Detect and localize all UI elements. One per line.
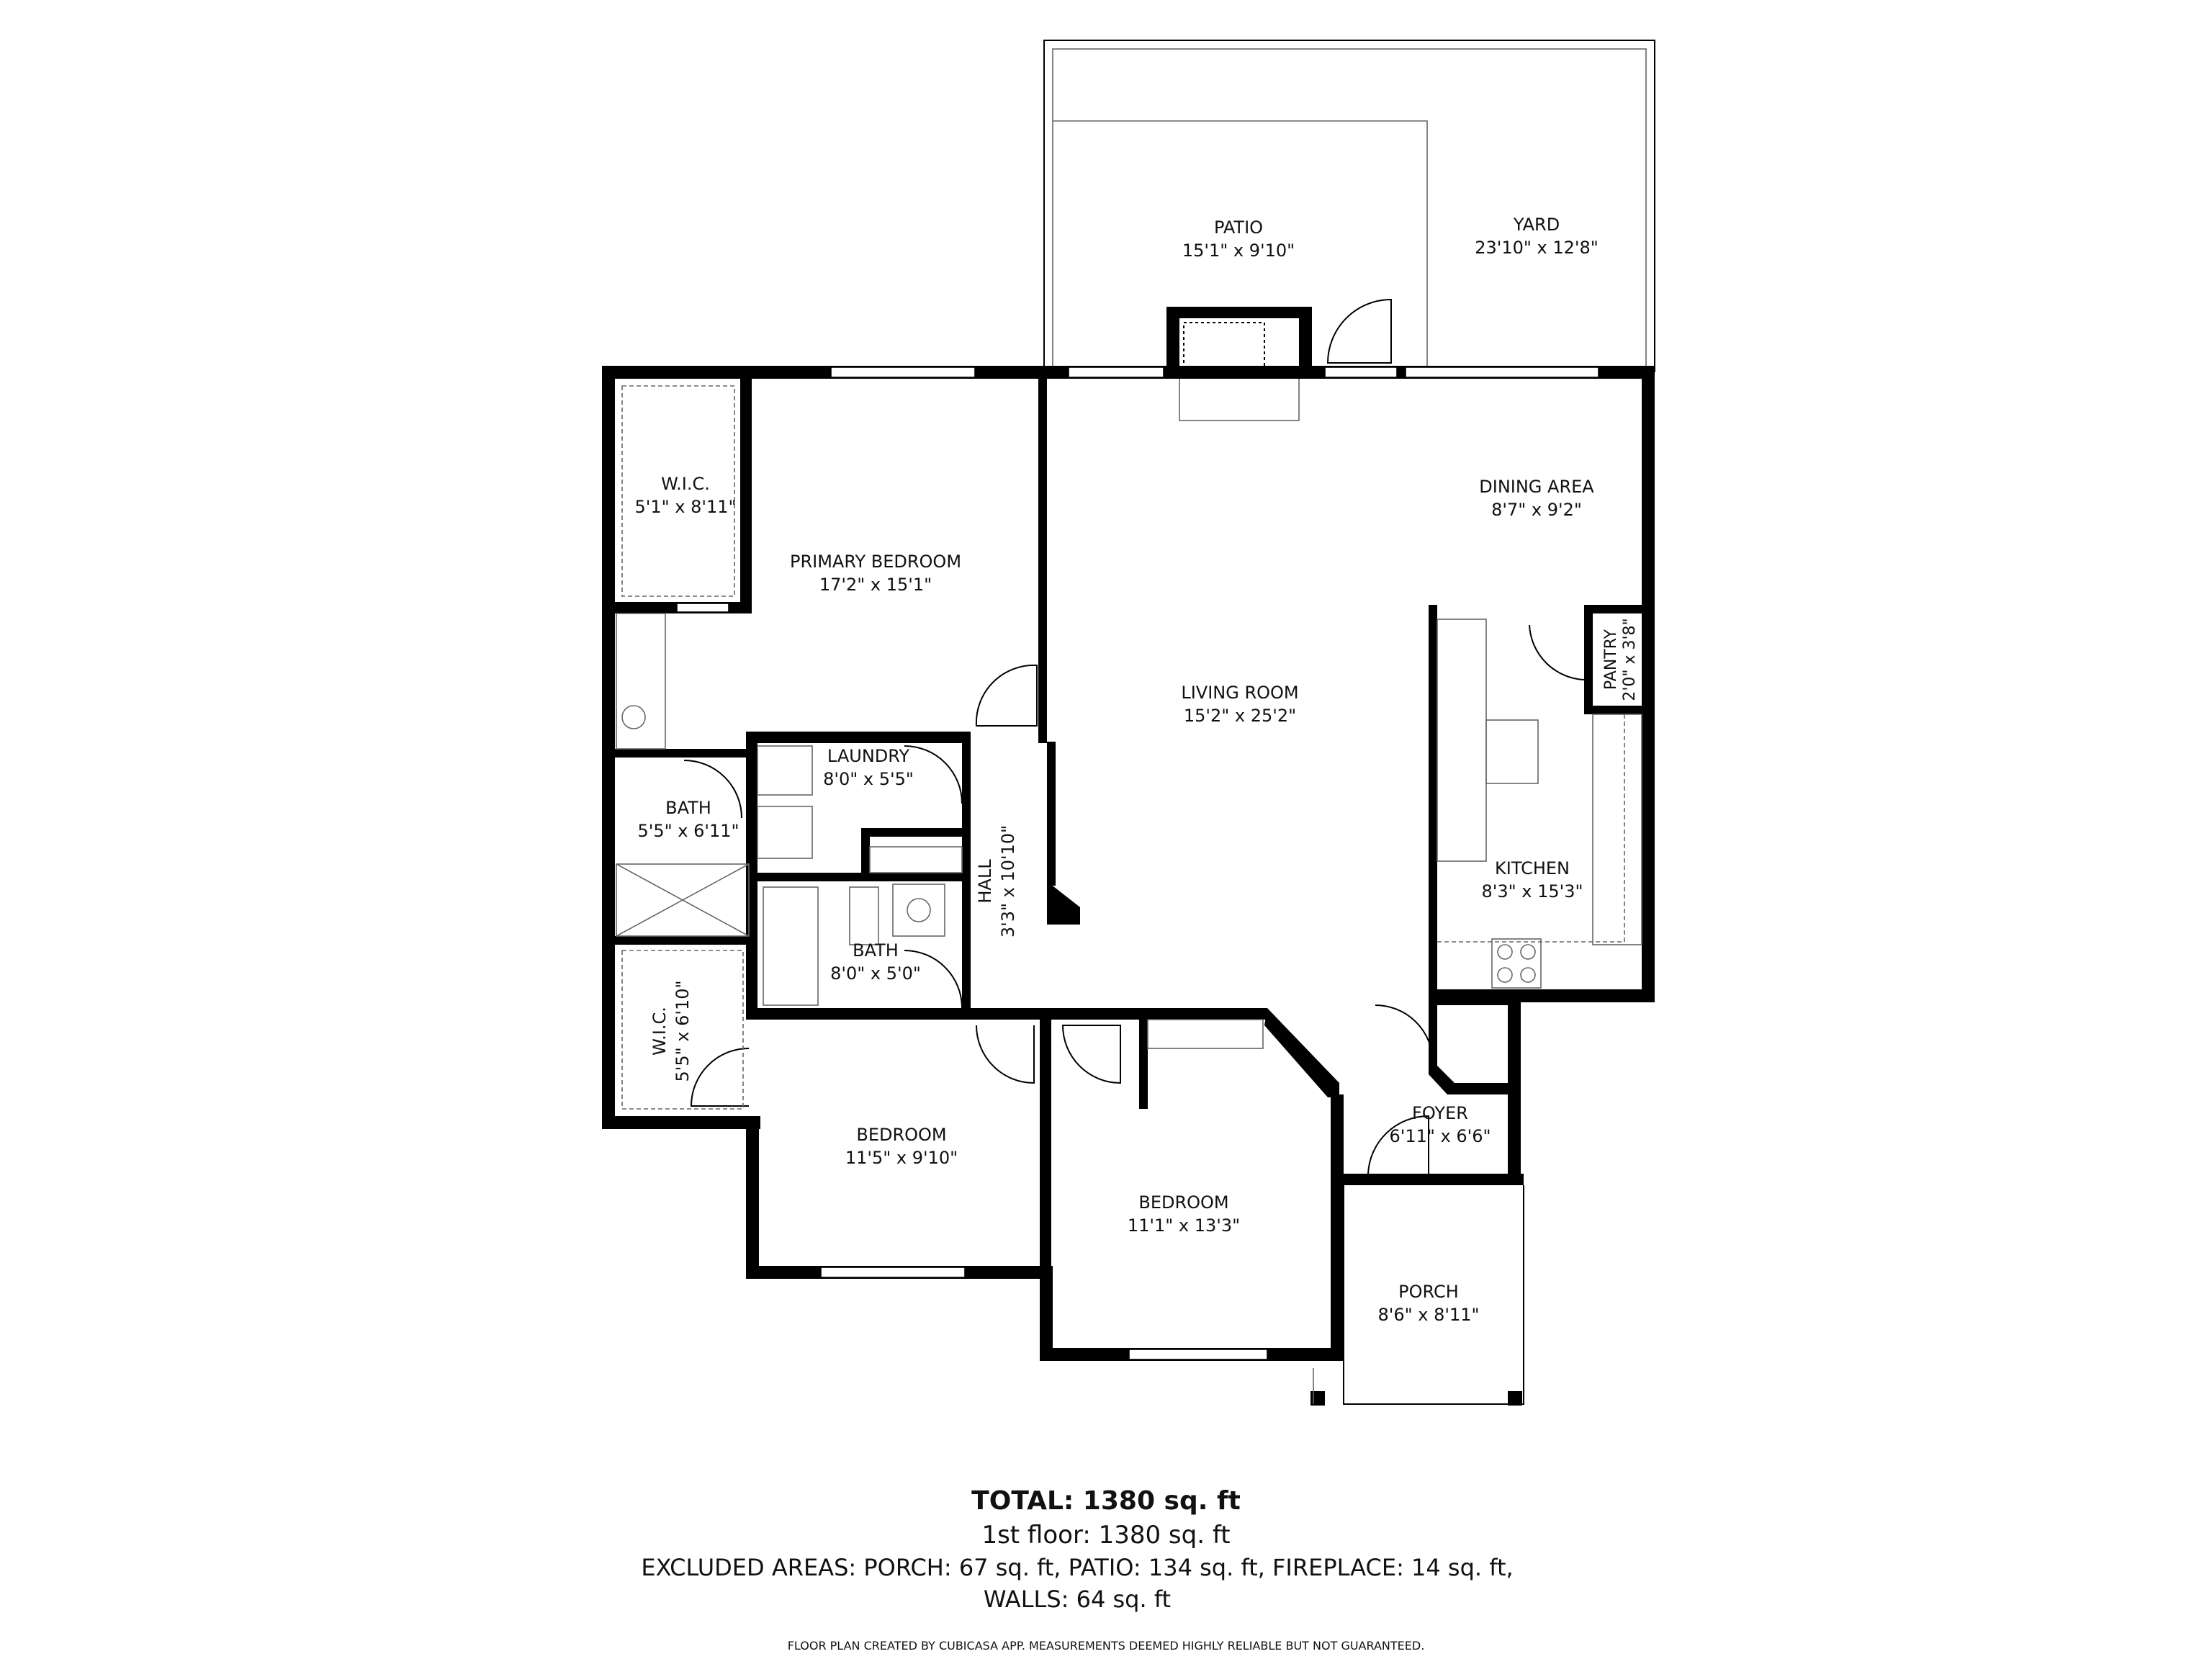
room-size: 15'2" x 25'2" (1184, 706, 1296, 726)
porch-outline (1310, 1185, 1524, 1406)
windows (676, 367, 1599, 1360)
room-name: LIVING ROOM (1181, 683, 1298, 703)
room-size: 8'0" x 5'0" (830, 963, 921, 984)
room-yard: YARD 23'10" x 12'8" (1475, 215, 1599, 258)
doors (683, 298, 1585, 1174)
room-name: HALL (975, 859, 995, 904)
room-pantry: PANTRY 2'0" x 3'8" (1602, 618, 1639, 701)
room-wic-primary: W.I.C. 5'1" x 8'11" (634, 474, 736, 517)
room-size: 15'1" x 9'10" (1182, 240, 1295, 261)
walls-area: WALLS: 64 sq. ft (983, 1586, 1172, 1613)
room-porch: PORCH 8'6" x 8'11" (1377, 1282, 1479, 1325)
room-size: 2'0" x 3'8" (1621, 618, 1639, 701)
excluded-areas: EXCLUDED AREAS: PORCH: 67 sq. ft, PATIO:… (641, 1554, 1514, 1581)
room-size: 11'1" x 13'3" (1128, 1215, 1240, 1236)
room-name: DINING AREA (1479, 477, 1594, 497)
room-primary-bedroom: PRIMARY BEDROOM 17'2" x 15'1" (790, 552, 961, 595)
room-size: 5'5" x 6'11" (637, 821, 739, 841)
total-area: TOTAL: 1380 sq. ft (971, 1486, 1241, 1516)
room-dining-area: DINING AREA 8'7" x 9'2" (1479, 477, 1594, 520)
room-size: 3'3" x 10'10" (998, 825, 1018, 938)
room-hall: HALL 3'3" x 10'10" (975, 825, 1018, 938)
room-kitchen: KITCHEN 8'3" x 15'3" (1481, 858, 1583, 902)
room-name: PANTRY (1602, 629, 1620, 690)
room-name: KITCHEN (1495, 858, 1570, 878)
room-size: 23'10" x 12'8" (1475, 238, 1599, 258)
room-size: 8'6" x 8'11" (1377, 1305, 1479, 1325)
floor-area: 1st floor: 1380 sq. ft (981, 1521, 1231, 1550)
room-bedroom-2: BEDROOM 11'1" x 13'3" (1128, 1192, 1240, 1236)
room-size: 17'2" x 15'1" (819, 575, 932, 595)
room-name: FOYER (1412, 1103, 1468, 1123)
room-name: YARD (1513, 215, 1560, 235)
room-hall-bath: BATH 8'0" x 5'0" (830, 940, 921, 984)
room-patio: PATIO 15'1" x 9'10" (1182, 217, 1295, 261)
walls (602, 366, 1655, 1361)
room-size: 5'5" x 6'10" (673, 980, 693, 1082)
room-size: 11'5" x 9'10" (845, 1148, 958, 1168)
room-size: 5'1" x 8'11" (634, 497, 736, 517)
room-wic-2: W.I.C. 5'5" x 6'10" (649, 980, 693, 1082)
room-name: BATH (665, 798, 711, 818)
room-name: BEDROOM (1138, 1192, 1228, 1213)
fixtures (616, 385, 1642, 1110)
room-size: 8'0" x 5'5" (823, 769, 914, 789)
patio-yard-outline (1043, 40, 1655, 372)
room-name: BEDROOM (856, 1125, 946, 1145)
room-name: PORCH (1398, 1282, 1459, 1302)
room-name: W.I.C. (661, 474, 710, 494)
fireplace (1166, 307, 1312, 421)
room-living-room: LIVING ROOM 15'2" x 25'2" (1181, 683, 1298, 726)
room-size: 8'7" x 9'2" (1491, 500, 1582, 520)
room-primary-bath: BATH 5'5" x 6'11" (637, 798, 739, 841)
room-foyer: FOYER 6'11" x 6'6" (1389, 1103, 1491, 1146)
room-name: PATIO (1214, 217, 1263, 238)
disclaimer: FLOOR PLAN CREATED BY CUBICASA APP. MEAS… (787, 1639, 1425, 1653)
room-name: BATH (853, 940, 899, 961)
room-laundry: LAUNDRY 8'0" x 5'5" (823, 746, 914, 789)
room-name: W.I.C. (649, 1007, 670, 1056)
room-name: LAUNDRY (827, 746, 909, 766)
room-size: 6'11" x 6'6" (1389, 1126, 1491, 1146)
room-bedroom-1: BEDROOM 11'5" x 9'10" (845, 1125, 958, 1168)
room-size: 8'3" x 15'3" (1481, 881, 1583, 902)
room-name: PRIMARY BEDROOM (790, 552, 961, 572)
